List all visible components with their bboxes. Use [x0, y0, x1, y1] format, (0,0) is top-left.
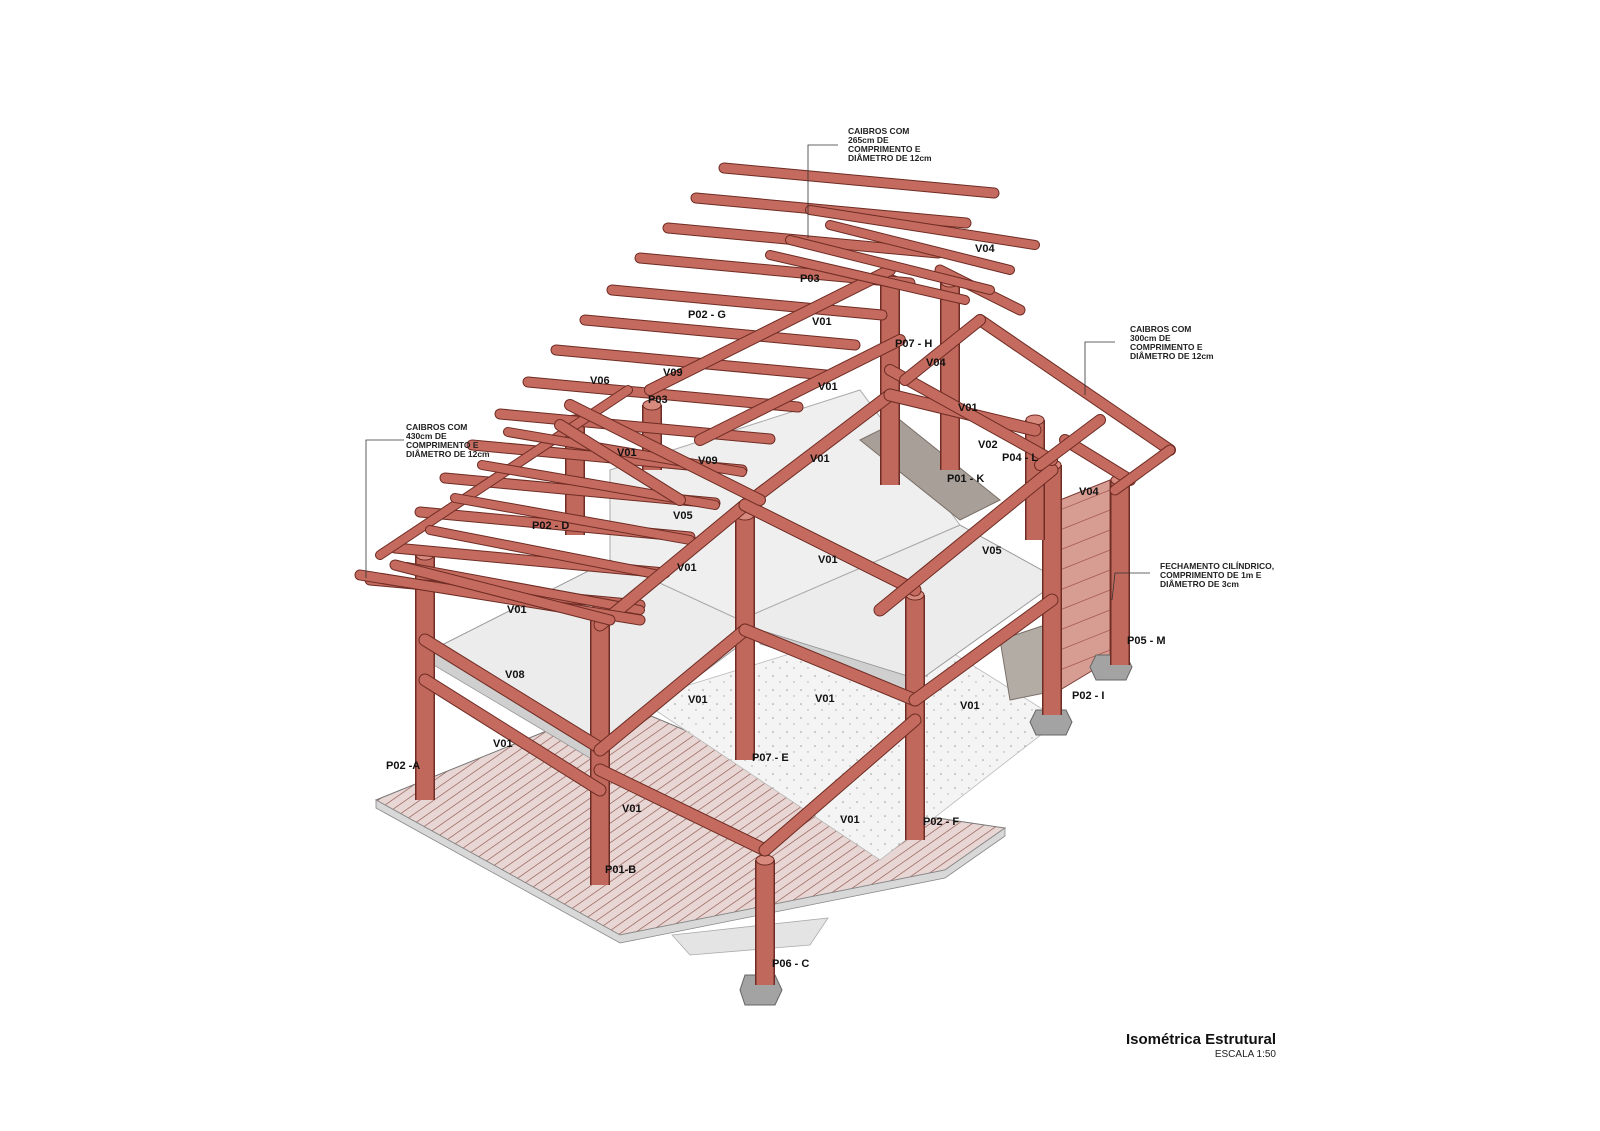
label-p03: P03 — [648, 394, 668, 406]
note-rafters-300: CAIBROS COM 300cm DE COMPRIMENTO E DIÂME… — [1130, 324, 1214, 361]
beams-and-rafters — [354, 162, 1176, 857]
beam-v01-b-fill — [594, 764, 771, 856]
title-block: Isométrica Estrutural ESCALA 1:50 — [1126, 1031, 1276, 1060]
beam-v01-e-fill — [739, 624, 921, 706]
footings — [739, 654, 1133, 1006]
label-v01: V01 — [812, 316, 832, 328]
beam-v01-a-fill — [419, 674, 606, 796]
note-rafters-430: CAIBROS COM 430cm DE COMPRIMENTO E DIÂME… — [406, 422, 490, 459]
label-v09: V09 — [698, 455, 718, 467]
column-p03-top — [642, 399, 662, 411]
label-v01: V01 — [960, 700, 980, 712]
rafter-7-fill — [551, 345, 831, 380]
rafter-13-fill — [719, 163, 999, 198]
label-p06-c: P06 - C — [772, 958, 809, 970]
label-v01: V01 — [688, 694, 708, 706]
element-labels: V04 P03 P02 - G V01 P07 - H V04 V06 V09 … — [386, 243, 1166, 970]
label-v02: V02 — [978, 439, 998, 451]
label-v01: V01 — [622, 803, 642, 815]
label-v05: V05 — [673, 510, 693, 522]
label-v08: V08 — [505, 669, 525, 681]
label-p02-i: P02 - I — [1072, 690, 1104, 702]
rafter-6-fill — [523, 377, 803, 412]
beam-v01-g-fill — [594, 499, 751, 631]
rafter-back-2-fill — [786, 236, 994, 294]
label-v01: V01 — [677, 562, 697, 574]
beam-v08-fill — [419, 634, 606, 754]
label-p03: P03 — [800, 273, 820, 285]
gable-rafter-c-fill — [1060, 435, 1135, 485]
drawing-scale: ESCALA 1:50 — [1214, 1049, 1276, 1060]
label-p07-e: P07 - E — [752, 752, 789, 764]
note-rafters-265: CAIBROS COM 265cm DE COMPRIMENTO E DIÂME… — [848, 126, 932, 163]
beam-v01-k-fill — [695, 335, 905, 445]
label-v01: V01 — [810, 453, 830, 465]
rafter-back-0-fill — [806, 206, 1039, 249]
label-v04: V04 — [926, 357, 946, 369]
label-p04-l: P04 - L — [1002, 452, 1038, 464]
label-v04: V04 — [975, 243, 995, 255]
rafter-8-fill — [580, 315, 860, 350]
beam-v01-j-fill — [885, 365, 1057, 465]
label-v04: V04 — [1079, 486, 1099, 498]
rafter-long-3-fill — [451, 494, 694, 544]
beam-v01-c-fill — [759, 714, 921, 856]
rafter-5-fill — [495, 409, 775, 444]
beam-v06-fill — [555, 420, 685, 505]
label-v01: V01 — [818, 554, 838, 566]
label-v01: V01 — [507, 604, 527, 616]
rafter-long-2-fill — [426, 526, 664, 579]
gable-rafter-d-fill — [1035, 415, 1105, 470]
note-leaders — [365, 144, 1150, 601]
beam-v01-f-fill — [909, 594, 1058, 706]
drawing-title: Isométrica Estrutural — [1125, 1031, 1276, 1048]
gable-purlin-fill — [1110, 445, 1175, 495]
label-p05-m: P05 - M — [1127, 635, 1166, 647]
rafter-back-1-fill — [826, 221, 1014, 274]
label-v01: V01 — [493, 738, 513, 750]
label-v01: V01 — [815, 693, 835, 705]
label-p02-a: P02 -A — [386, 760, 420, 772]
label-v06: V06 — [590, 375, 610, 387]
beam-v03-fill — [645, 265, 895, 395]
label-v01: V01 — [617, 447, 637, 459]
beam-v01-d-fill — [594, 624, 751, 756]
label-p02-f: P02 - F — [923, 816, 959, 828]
label-v01: V01 — [818, 381, 838, 393]
label-v09: V09 — [663, 367, 683, 379]
beam-v01-i-fill — [739, 499, 921, 596]
gable-rafter-b-fill — [900, 315, 985, 385]
label-v01: V01 — [840, 814, 860, 826]
rafter-9-fill — [607, 285, 887, 320]
rafter-back-3-fill — [766, 251, 969, 304]
label-p01-b: P01-B — [605, 864, 636, 876]
beam-v05-fill — [874, 464, 1058, 616]
note-cylindrical-enclosure: FECHAMENTO CILÍNDRICO, COMPRIMENTO DE 1m… — [1160, 561, 1277, 589]
notes: CAIBROS COM 265cm DE COMPRIMENTO E DIÂME… — [406, 126, 1277, 589]
label-p01-k: P01 - K — [947, 473, 984, 485]
label-v05: V05 — [982, 545, 1002, 557]
beam-overhang-b-fill — [390, 560, 615, 625]
label-p02-d: P02 - D — [532, 520, 569, 532]
label-v01: V01 — [958, 402, 978, 414]
label-p07-h: P07 - H — [895, 338, 932, 350]
beam-v01-h-fill — [739, 389, 896, 511]
label-p02-g: P02 - G — [688, 309, 726, 321]
gable-rafter-a-fill — [975, 315, 1175, 455]
beam-v09-fill — [565, 400, 765, 505]
